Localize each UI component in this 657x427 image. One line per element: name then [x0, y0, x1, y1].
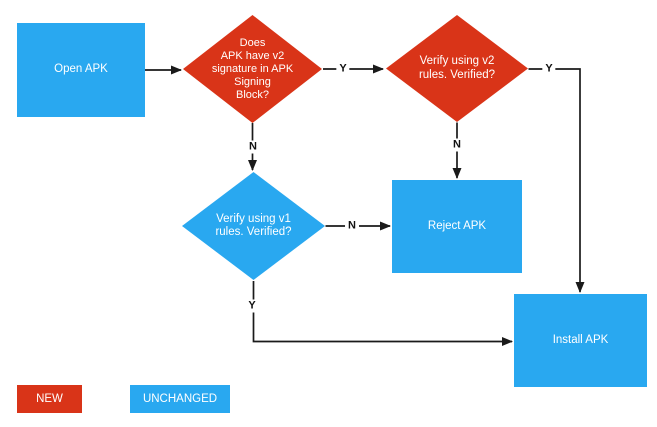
node-reject-apk: Reject APK	[392, 180, 522, 273]
node-install-apk: Install APK	[514, 294, 647, 387]
node-v1-verify: Verify using v1 rules. Verified?	[182, 172, 325, 280]
node-open-apk: Open APK	[17, 23, 145, 117]
edge-label-v2check-no: N	[246, 140, 260, 154]
legend-unchanged: UNCHANGED	[130, 385, 230, 413]
edge-label-v2verify-yes: Y	[542, 62, 556, 76]
legend-new: NEW	[17, 385, 82, 413]
edge-v1verify-yes-to-install	[252, 281, 513, 346]
node-v2-verify: Verify using v2 rules. Verified?	[386, 15, 528, 122]
node-v2-signature-check: Does APK have v2 signature in APK Signin…	[183, 15, 322, 123]
edge-label-v2check-yes: Y	[336, 62, 350, 76]
edge-label-v1verify-yes: Y	[245, 299, 259, 313]
edge-label-v1verify-no: N	[345, 219, 359, 233]
edge-label-v2verify-no: N	[450, 138, 464, 152]
edge-v2verify-yes-to-install	[528, 68, 585, 293]
